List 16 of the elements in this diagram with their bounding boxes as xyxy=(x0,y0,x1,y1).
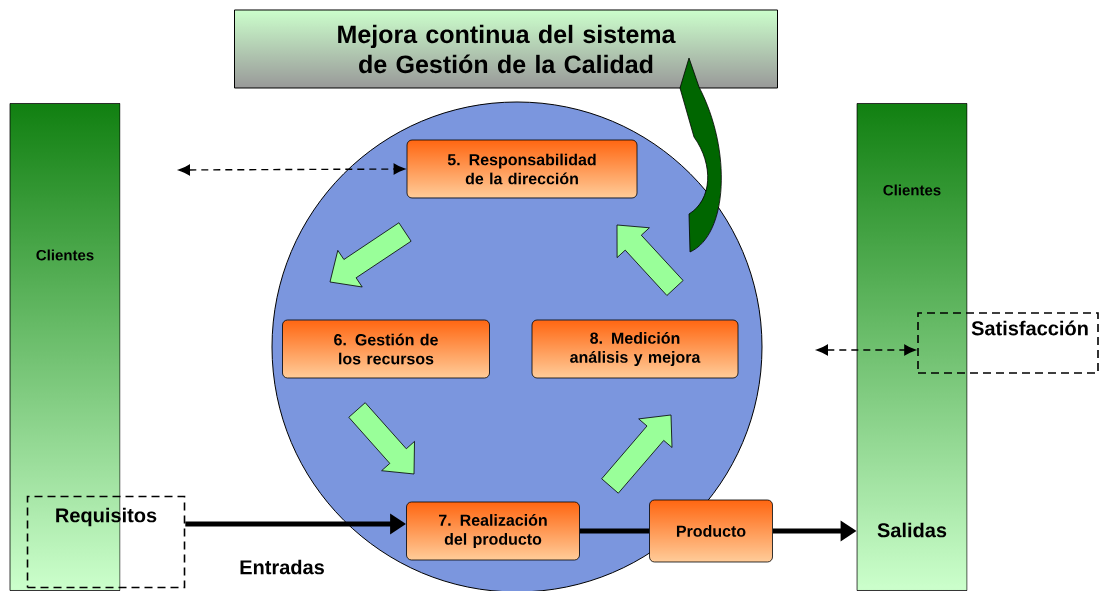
block-arrow xyxy=(348,402,415,475)
dashed-box: Satisfacción xyxy=(917,312,1099,374)
process-box: Producto xyxy=(649,499,773,563)
dashed-box: Requisitos xyxy=(26,495,186,589)
process-box: 8. Medición análisis y mejora xyxy=(531,319,739,379)
arrow xyxy=(178,163,405,176)
block-arrow xyxy=(329,222,412,288)
title-box: Mejora continua del sistema de Gestión de la Calidad xyxy=(234,9,778,89)
label-text: Entradas xyxy=(240,559,324,575)
arrow xyxy=(816,344,916,356)
process-box: 7. Realización del producto xyxy=(406,501,580,561)
process-box: 5. Responsabilidad de la dirección xyxy=(406,139,638,199)
block-arrow xyxy=(616,224,684,296)
client-bar: Clientes Salidas xyxy=(856,103,968,591)
block-arrow xyxy=(601,414,673,494)
process-box: 6. Gestión de los recursos xyxy=(282,319,490,379)
